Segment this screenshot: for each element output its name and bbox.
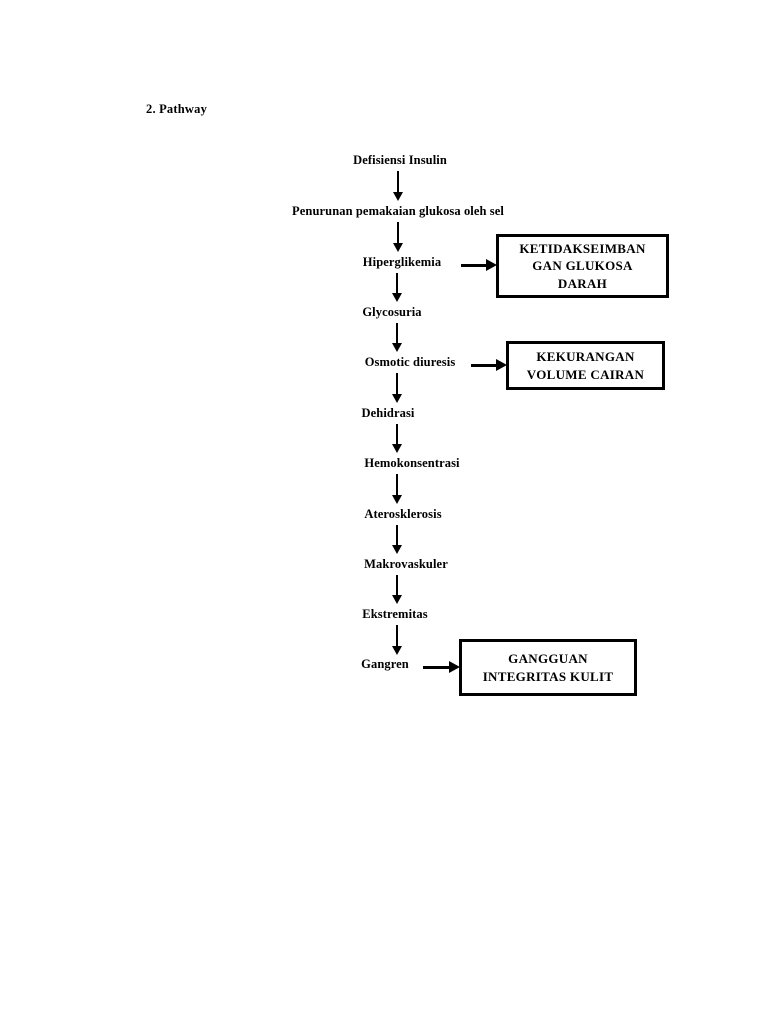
- outcome-box-2-line-2: VOLUME CAIRAN: [526, 366, 645, 382]
- arrow-right-gangren-to-box3: [423, 660, 460, 674]
- outcome-box-1-line-1: KETIDAKSEIMBAN: [519, 241, 646, 257]
- flow-node-gangren: Gangren: [361, 657, 409, 671]
- arrow-right-osmotic-diuresis-to-box2: [471, 358, 507, 372]
- outcome-box-ketidakseimbangan-glukosa-darah: KETIDAKSEIMBAN GAN GLUKOSA DARAH: [496, 234, 669, 298]
- outcome-box-1-line-3: DARAH: [557, 275, 608, 291]
- arrow-down-hiperglikemia-to-glycosuria: [390, 273, 404, 302]
- outcome-box-1-text: KETIDAKSEIMBAN GAN GLUKOSA DARAH: [513, 240, 651, 291]
- outcome-box-2-line-1: KEKURANGAN: [536, 349, 635, 365]
- outcome-box-3-line-1: GANGGUAN: [508, 651, 588, 667]
- outcome-box-3-line-2: INTEGRITAS KULIT: [482, 668, 614, 684]
- arrow-down-penurunan-to-hiperglikemia: [391, 222, 405, 252]
- flow-node-glycosuria: Glycosuria: [362, 305, 422, 319]
- arrow-down-dehidrasi-to-hemokonsentrasi: [390, 424, 404, 453]
- outcome-box-2-text: KEKURANGAN VOLUME CAIRAN: [521, 348, 650, 382]
- flow-node-makrovaskuler: Makrovaskuler: [364, 557, 448, 571]
- arrow-down-osmotic-diuresis-to-dehidrasi: [390, 373, 404, 403]
- flow-node-ekstremitas: Ekstremitas: [362, 607, 428, 621]
- flow-node-penurunan-pemakaian-glukosa: Penurunan pemakaian glukosa oleh sel: [292, 204, 504, 218]
- arrow-down-hemokonsentrasi-to-aterosklerosis: [390, 474, 404, 504]
- arrow-down-ekstremitas-to-gangren: [390, 625, 404, 655]
- flow-node-dehidrasi: Dehidrasi: [361, 406, 415, 420]
- arrow-down-aterosklerosis-to-makrovaskuler: [390, 525, 404, 554]
- outcome-box-gangguan-integritas-kulit: GANGGUAN INTEGRITAS KULIT: [459, 639, 637, 696]
- flow-node-hemokonsentrasi: Hemokonsentrasi: [364, 456, 460, 470]
- arrow-down-glycosuria-to-osmotic-diuresis: [390, 323, 404, 352]
- outcome-box-1-line-2: GAN GLUKOSA: [532, 258, 633, 274]
- flow-node-aterosklerosis: Aterosklerosis: [364, 507, 442, 521]
- flow-node-hiperglikemia: Hiperglikemia: [362, 255, 442, 269]
- page-title: 2. Pathway: [146, 102, 208, 116]
- flow-node-osmotic-diuresis: Osmotic diuresis: [364, 355, 456, 369]
- outcome-box-3-text: GANGGUAN INTEGRITAS KULIT: [477, 650, 620, 684]
- flow-node-defisiensi-insulin: Defisiensi Insulin: [353, 153, 447, 167]
- arrow-down-insulin-to-penurunan: [391, 171, 405, 201]
- arrow-right-hiperglikemia-to-box1: [461, 258, 497, 272]
- outcome-box-kekurangan-volume-cairan: KEKURANGAN VOLUME CAIRAN: [506, 341, 665, 390]
- arrow-down-makrovaskuler-to-ekstremitas: [390, 575, 404, 604]
